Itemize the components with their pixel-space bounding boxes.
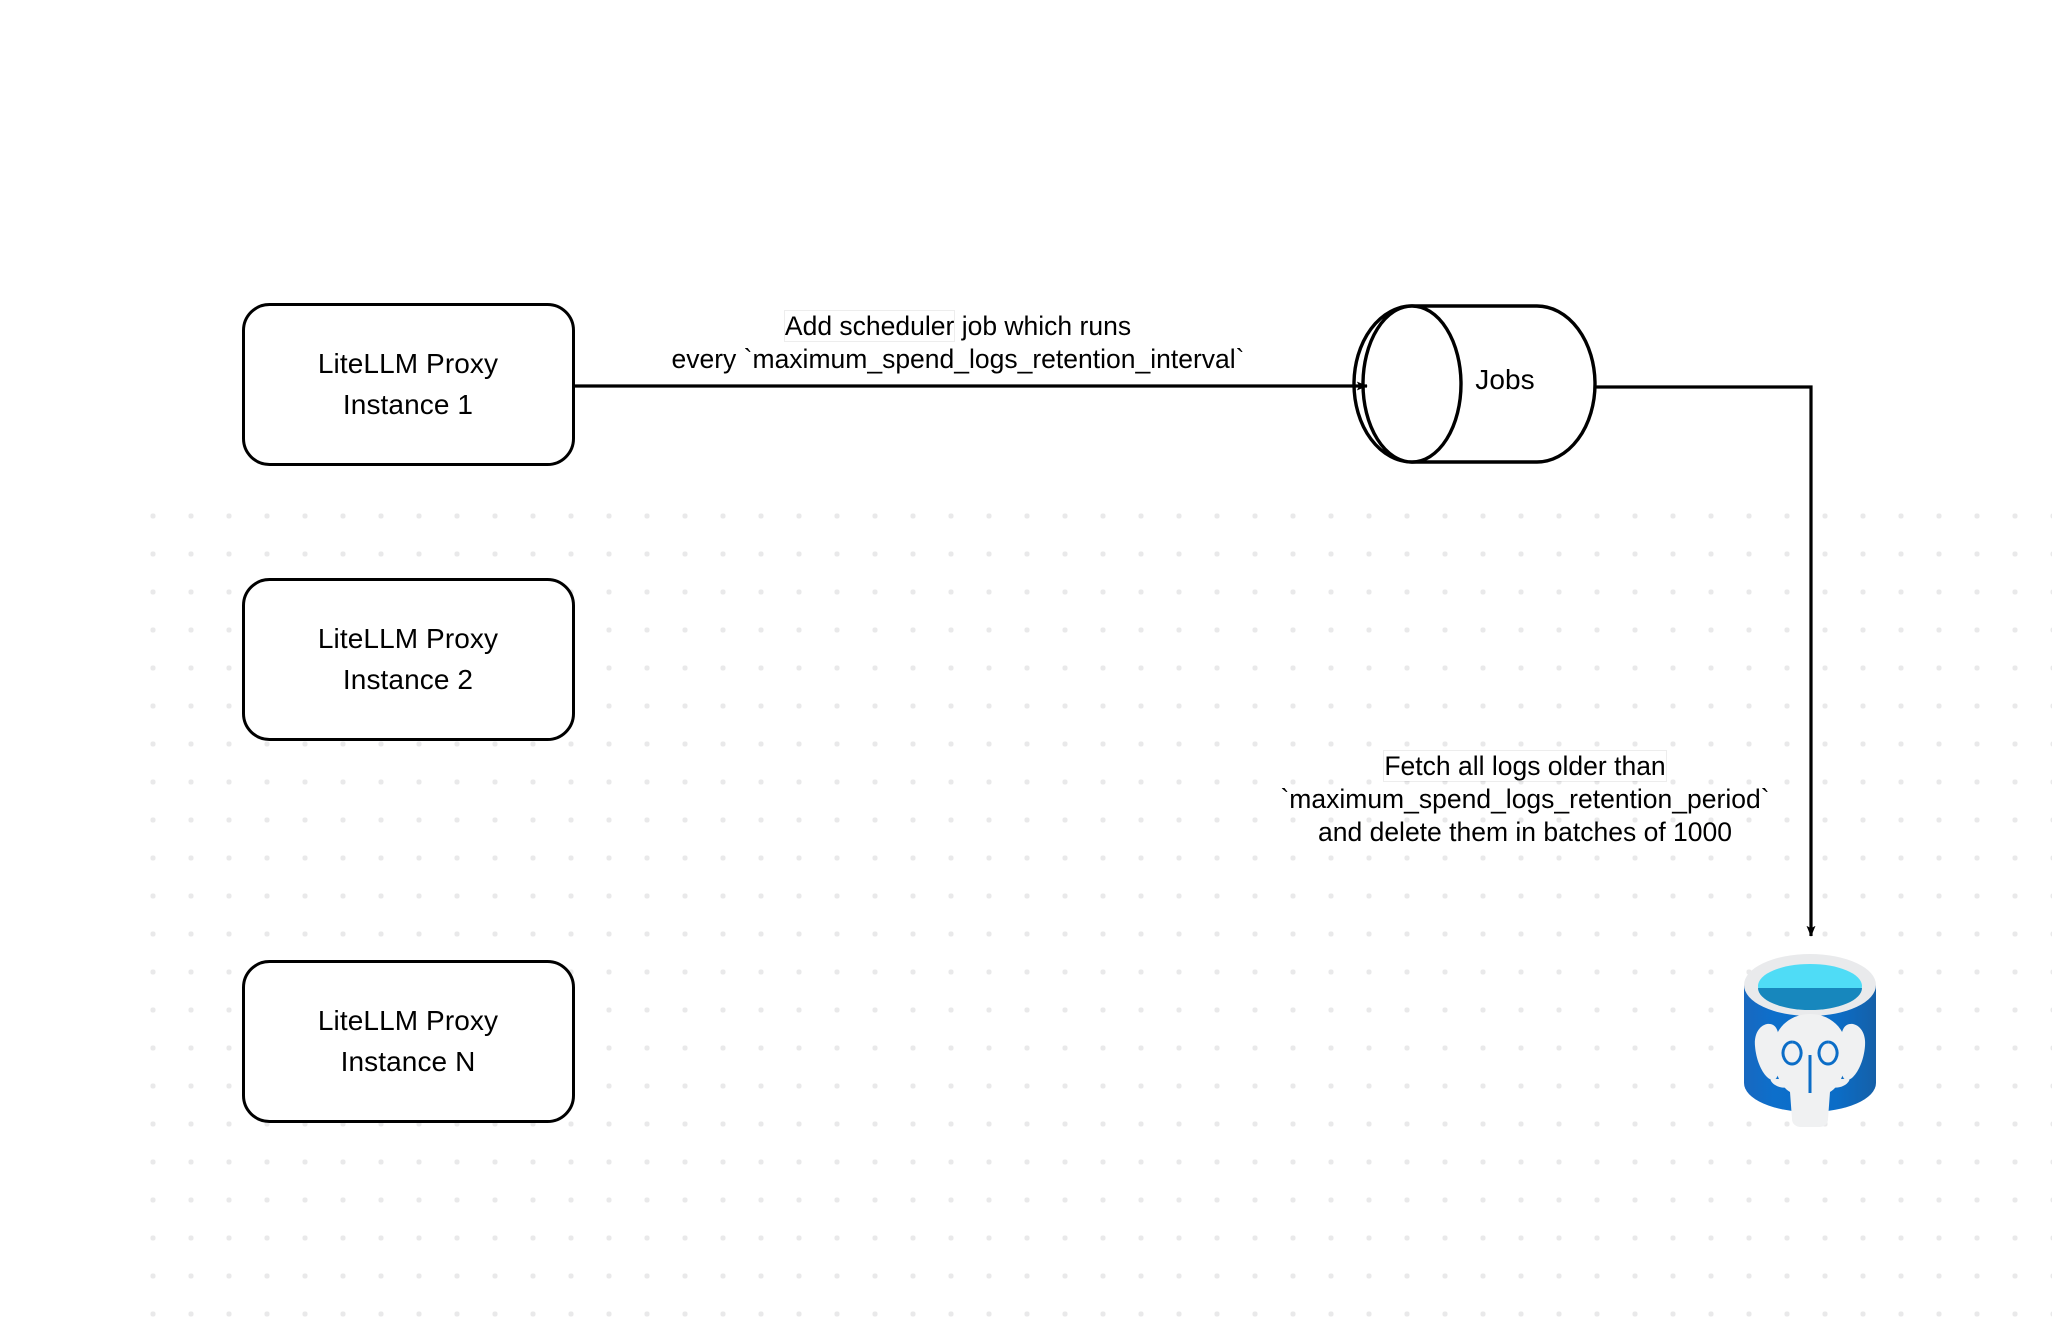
edge-label-fetch: Fetch all logs older than`maximum_spend_… xyxy=(1230,750,1820,849)
proxy-instance-2-box[interactable] xyxy=(242,578,575,741)
proxy-1-line2: Instance 1 xyxy=(342,389,474,420)
edge1-line1-highlight: Add scheduler xyxy=(784,311,955,341)
proxy-n-line1: LiteLLM Proxy xyxy=(317,1005,499,1036)
postgresql-database-icon[interactable] xyxy=(1744,954,1876,1127)
jobs-node-label: Jobs xyxy=(1475,364,1535,395)
edge1-line2: every `maximum_spend_logs_retention_inte… xyxy=(671,344,1245,374)
proxy-instance-1-box[interactable] xyxy=(242,303,575,466)
proxy-2-line1: LiteLLM Proxy xyxy=(317,623,499,654)
proxy-n-line2: Instance N xyxy=(340,1046,476,1077)
edge2-line1-highlight: Fetch all logs older than xyxy=(1384,751,1666,781)
edge2-line3: and delete them in batches of 1000 xyxy=(1318,817,1732,847)
proxy-2-line2: Instance 2 xyxy=(342,664,474,695)
jobs-cylinder[interactable] xyxy=(1352,304,1597,464)
edge1-line1-rest: job which runs xyxy=(954,311,1132,341)
edge2-line2: `maximum_spend_logs_retention_period` xyxy=(1280,784,1770,814)
proxy-1-line1: LiteLLM Proxy xyxy=(317,348,499,379)
proxy-instance-n-box[interactable] xyxy=(242,960,575,1123)
edge-jobs-to-postgres xyxy=(1596,385,1816,937)
elephant-detail xyxy=(1781,1040,1839,1093)
